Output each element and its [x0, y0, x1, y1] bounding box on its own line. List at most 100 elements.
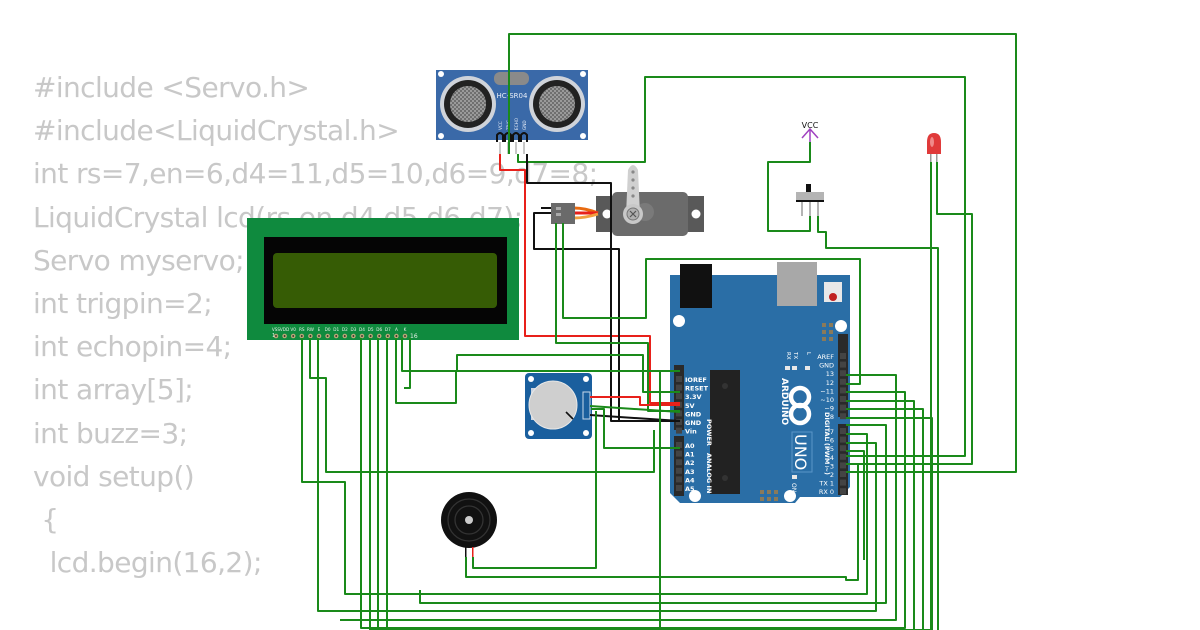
pot-knob[interactable] — [528, 380, 578, 430]
lcd-pin-label: V0 — [290, 327, 296, 332]
wire-lcd-d5[interactable] — [369, 338, 915, 630]
mount-hole — [583, 376, 589, 382]
wire-lcd-e[interactable] — [317, 338, 877, 612]
red-led[interactable] — [927, 133, 941, 162]
slide-switch[interactable] — [796, 184, 824, 216]
header-pin[interactable] — [840, 353, 846, 359]
header-pin[interactable] — [840, 471, 846, 477]
wire-trig[interactable] — [508, 33, 1017, 473]
header-pin[interactable] — [676, 459, 682, 466]
led-label: L — [805, 352, 811, 356]
pot-pin-header — [582, 391, 591, 420]
header-pin[interactable] — [840, 378, 846, 385]
sensor-pin[interactable] — [512, 132, 520, 142]
mount-hole — [689, 490, 701, 502]
header-pin[interactable] — [676, 450, 682, 457]
switch-leg — [801, 202, 803, 216]
wire-led-anode[interactable] — [846, 162, 973, 465]
switch-body — [796, 192, 824, 202]
sensor-pin[interactable] — [520, 132, 528, 142]
header-pin[interactable] — [676, 467, 682, 474]
wire-lcd-k-stub[interactable] — [404, 338, 411, 389]
header-pin[interactable] — [840, 462, 846, 469]
wire-lcd-d4[interactable] — [360, 338, 906, 629]
wire-pot-gnd[interactable] — [589, 405, 681, 413]
servo-motor[interactable] — [551, 165, 704, 236]
code-line: void setup() — [33, 459, 195, 493]
digital-pin-label: ~5 — [824, 445, 834, 453]
piezo-buzzer[interactable] — [441, 492, 497, 557]
usb-port — [777, 262, 817, 306]
digital-pin-label: GND — [819, 362, 834, 370]
header-pin[interactable] — [676, 393, 682, 400]
lcd-pin-label: D2 — [342, 327, 348, 332]
header-pin[interactable] — [840, 404, 846, 411]
digital-pin-label: 8 — [830, 413, 834, 421]
lcd-pin-hole — [326, 335, 329, 337]
wire-lcd-rs[interactable] — [301, 338, 868, 595]
header-pin[interactable] — [676, 476, 682, 483]
header-pin[interactable] — [840, 453, 846, 460]
lcd-pin-label: RS — [299, 327, 305, 332]
header-pin[interactable] — [840, 370, 846, 377]
header-pin[interactable] — [840, 488, 846, 495]
wire-switch-out[interactable] — [817, 216, 939, 630]
wire-lcd-d6[interactable] — [377, 338, 924, 630]
potentiometer[interactable] — [525, 373, 592, 439]
lcd-pin-label: A — [395, 327, 398, 332]
header-pin[interactable] — [840, 428, 846, 434]
wire-pot-signal[interactable] — [591, 408, 680, 449]
analog-pin-label: A1 — [685, 451, 695, 459]
wire-lcd-a[interactable] — [401, 338, 680, 393]
header-pin[interactable] — [840, 361, 846, 368]
wire-loop-3[interactable] — [846, 450, 865, 560]
horn-hole — [631, 178, 635, 182]
led-body — [927, 133, 941, 154]
on-label: ON — [790, 483, 797, 492]
analog-pin-label: A0 — [685, 442, 695, 450]
wire-lcd-a2[interactable] — [395, 338, 457, 404]
lcd-screen — [273, 253, 497, 308]
wire-loop-2[interactable] — [419, 424, 887, 604]
header-pin[interactable] — [676, 485, 682, 491]
header-pin[interactable] — [840, 413, 846, 420]
lcd-pin-hole — [335, 335, 338, 337]
sensor-pin[interactable] — [496, 132, 504, 142]
reset-button[interactable] — [829, 293, 837, 301]
wire-loop-1[interactable] — [340, 374, 897, 621]
chip-notch — [722, 475, 728, 481]
header-pin[interactable] — [676, 384, 682, 391]
wires — [301, 33, 1017, 630]
header-pin[interactable] — [840, 387, 846, 394]
lcd-pin-hole — [395, 335, 398, 337]
analog-pin-label: A3 — [685, 468, 695, 476]
wire-vcc-switch[interactable] — [767, 142, 811, 232]
header-pin[interactable] — [676, 376, 682, 382]
wire-sensor-vcc[interactable] — [499, 154, 680, 404]
wire-servo-signal[interactable] — [562, 223, 861, 385]
vcc-supply: VCC — [801, 121, 819, 142]
header-pin[interactable] — [676, 442, 682, 448]
status-led — [792, 366, 797, 370]
header-pin[interactable] — [840, 479, 846, 486]
wire-lcd-rw[interactable] — [309, 338, 655, 473]
wire-buzzer-signal[interactable] — [472, 411, 597, 569]
header-pin[interactable] — [676, 427, 682, 434]
arduino-model: UNO — [791, 434, 810, 470]
atmega-chip — [710, 370, 740, 494]
wire-lcd-d7[interactable] — [386, 338, 933, 630]
wire-echo[interactable] — [517, 76, 966, 457]
header-pin[interactable] — [840, 445, 846, 452]
header-pin[interactable] — [840, 436, 846, 443]
power-pin-label: Vin — [685, 428, 697, 436]
header-pin[interactable] — [676, 410, 682, 417]
lcd-pin-first-label: 1 — [272, 333, 275, 339]
analog-pin-label: A5 — [685, 485, 695, 493]
analog-pin-label: A2 — [685, 459, 695, 467]
wire-servo-gnd[interactable] — [533, 212, 680, 422]
header-pin[interactable] — [840, 396, 846, 402]
